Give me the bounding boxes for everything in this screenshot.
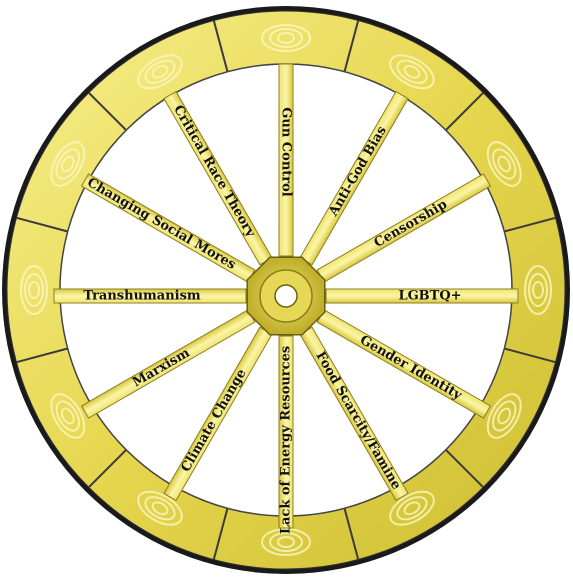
spoke-label: LGBTQ+ xyxy=(398,289,461,304)
spoke-label: Lack of Energy Resources xyxy=(279,346,294,534)
axle-hole xyxy=(275,285,297,307)
spoke-label: Transhumanism xyxy=(83,289,201,304)
spoke-label: Gun Control xyxy=(279,107,294,197)
hub xyxy=(247,257,325,335)
